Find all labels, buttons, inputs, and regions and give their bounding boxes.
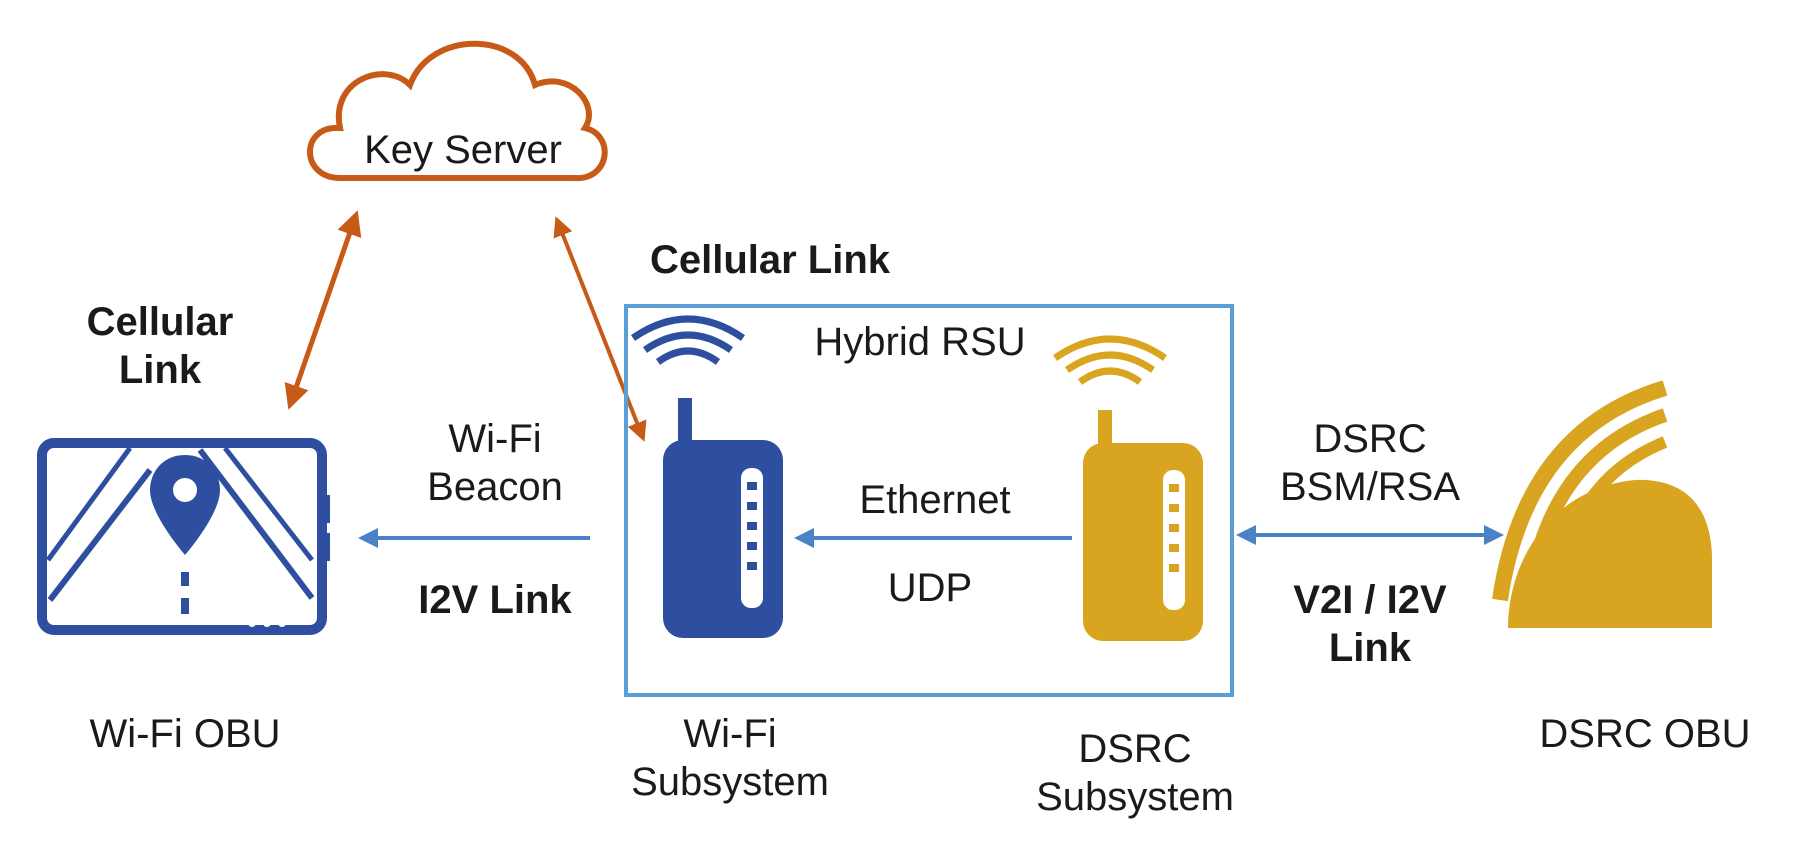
wifi-beacon-label: Wi-Fi Beacon [427,417,563,509]
dsrc-obu-label: DSRC OBU [1539,712,1751,756]
tablet-map-icon [37,438,330,635]
wifi-obu-label: Wi-Fi OBU [89,712,281,756]
v2i-i2v-link-label: V2I / I2V Link [1293,578,1447,670]
hybrid-rsu-box [624,304,1234,697]
wifi-subsystem-label: Wi-Fi Subsystem [631,712,829,804]
udp-label: UDP [887,566,973,610]
dsrc-obu-icon [1492,380,1712,628]
cloud-icon [307,40,608,182]
cellular-link-label-top: Cellular Link [649,238,891,282]
hybrid-rsu-label: Hybrid RSU [814,320,1026,364]
cellular-link-label-left: Cellular Link [86,300,234,392]
i2v-link-label: I2V Link [418,578,572,622]
cellular-arrow-left [284,210,362,410]
dsrc-subsystem-label: DSRC Subsystem [1036,727,1234,819]
key-server-label: Key Server [364,128,562,172]
wifi-radio-icon [631,315,783,638]
ethernet-label: Ethernet [859,478,1011,522]
dsrc-radio-icon [1053,335,1203,641]
cellular-arrow-right [553,216,647,442]
dsrc-bsm-rsa-label: DSRC BSM/RSA [1279,417,1461,509]
